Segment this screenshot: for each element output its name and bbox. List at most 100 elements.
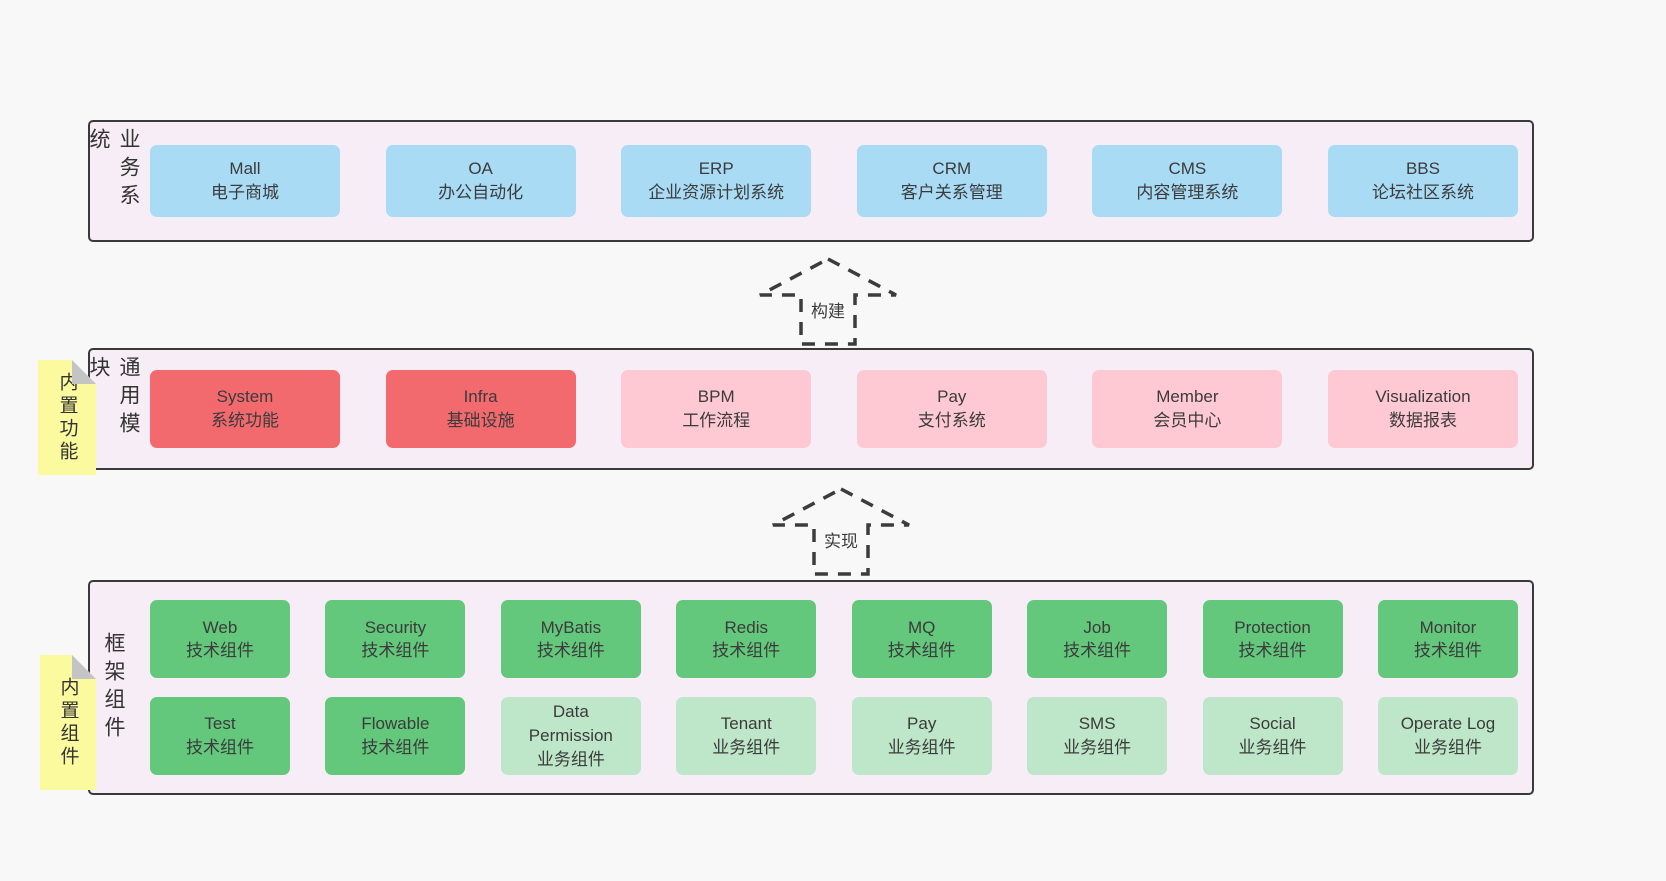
component-title: CRM [932, 159, 972, 179]
component-box-social: Social 业务组件 [1202, 696, 1343, 775]
layer-common-modules: 通用模块 System 系统功能 Infra 基础设施 BPM 工作流程 Pay 支付系统 Me… [87, 348, 1534, 470]
component-title: SMS [1078, 713, 1116, 733]
component-box-crm: CRM 客户关系管理 [856, 145, 1047, 217]
component-title: OA [468, 159, 493, 179]
component-title: MyBatis [540, 617, 602, 637]
sticky-note-label: 内置功能 [56, 371, 78, 464]
component-title: Infra [463, 387, 498, 407]
component-box-tenant: Tenant 业务组件 [676, 696, 817, 775]
component-title: Mall [229, 159, 261, 179]
component-title: Tenant [720, 713, 772, 733]
component-title: Protection [1234, 617, 1311, 637]
arrow-implement: 实现 [768, 486, 914, 578]
component-box-protection: Protection 技术组件 [1202, 600, 1343, 679]
component-box-pay: Pay 业务组件 [851, 696, 992, 775]
component-subtitle: 系统功能 [211, 411, 279, 430]
layer-label-common-modules: 通用模块 [87, 356, 140, 440]
component-subtitle: 业务组件 [1063, 737, 1132, 757]
component-title: Job [1083, 617, 1111, 637]
component-subtitle: 基础设施 [446, 411, 515, 430]
component-box-web: Web 技术组件 [150, 600, 290, 679]
component-title: Visualization [1375, 387, 1471, 407]
component-row: System 系统功能 Infra 基础设施 BPM 工作流程 Pay 支付系统 Member 会… [136, 370, 1532, 448]
component-subtitle: 电子商城 [211, 183, 279, 202]
component-subtitle: 技术组件 [536, 641, 605, 661]
component-subtitle: 业务组件 [712, 737, 781, 757]
component-subtitle: 业务组件 [1413, 737, 1482, 757]
component-box-bpm: BPM 工作流程 [621, 370, 812, 448]
component-title: Member [1156, 387, 1219, 407]
component-box-operate-log: Operate Log 业务组件 [1377, 696, 1518, 775]
component-title: System [216, 387, 274, 407]
layer-rows-common-modules: System 系统功能 Infra 基础设施 BPM 工作流程 Pay 支付系统 Member 会… [136, 350, 1532, 468]
component-box-security: Security 技术组件 [325, 600, 466, 679]
component-subtitle: 业务组件 [1238, 737, 1307, 757]
component-title: MQ [907, 617, 936, 637]
component-subtitle: 支付系统 [917, 411, 986, 430]
component-box-data-permission: Data Permission 业务组件 [500, 696, 641, 775]
component-box-infra: Infra 基础设施 [385, 370, 576, 448]
component-subtitle: 工作流程 [682, 411, 751, 430]
component-title: Social [1249, 713, 1296, 733]
component-title: Security [364, 617, 427, 637]
component-subtitle: 内容管理系统 [1136, 183, 1239, 202]
component-box-redis: Redis 技术组件 [676, 600, 817, 679]
component-subtitle: 技术组件 [712, 641, 781, 661]
component-title: Data Permission [528, 701, 613, 745]
component-box-system: System 系统功能 [150, 370, 340, 448]
arrow-up-icon [759, 257, 897, 346]
component-title: CMS [1168, 159, 1207, 179]
component-subtitle: 业务组件 [536, 749, 605, 769]
arrow-build-label: 构建 [806, 296, 850, 323]
arrow-build: 构建 [755, 256, 901, 348]
component-box-mall: Mall 电子商城 [150, 145, 340, 217]
component-box-oa: OA 办公自动化 [385, 145, 576, 217]
component-box-member: Member 会员中心 [1092, 370, 1283, 448]
component-subtitle: 企业资源计划系统 [648, 183, 785, 202]
arrow-up-icon [772, 487, 910, 576]
component-subtitle: 技术组件 [1238, 641, 1307, 661]
component-title: Pay [937, 387, 967, 407]
sticky-note-built-in-components: 内置组件 [40, 655, 96, 790]
component-box-pay: Pay 支付系统 [856, 370, 1047, 448]
component-subtitle: 技术组件 [1413, 641, 1482, 661]
component-box-flowable: Flowable 技术组件 [325, 696, 466, 775]
layer-label-framework-components: 框架组件 [102, 631, 125, 744]
component-subtitle: 技术组件 [186, 641, 254, 661]
component-title: Pay [907, 713, 937, 733]
arrow-implement-label: 实现 [819, 526, 863, 553]
component-box-mq: MQ 技术组件 [851, 600, 992, 679]
component-box-monitor: Monitor 技术组件 [1377, 600, 1518, 679]
component-subtitle: 技术组件 [887, 641, 956, 661]
component-box-visualization: Visualization 数据报表 [1327, 370, 1518, 448]
component-subtitle: 技术组件 [361, 641, 430, 661]
component-subtitle: 技术组件 [361, 737, 430, 757]
component-title: Monitor [1419, 617, 1477, 637]
component-title: Web [202, 617, 238, 637]
component-title: Test [204, 713, 236, 733]
component-title: BPM [697, 387, 735, 407]
layer-label-business-systems: 业务系统 [87, 128, 140, 212]
component-title: Flowable [361, 713, 430, 733]
component-box-mybatis: MyBatis 技术组件 [500, 600, 641, 679]
component-title: ERP [698, 159, 734, 179]
component-row: Mall 电子商城 OA 办公自动化 ERP 企业资源计划系统 CRM 客户关系管理 CMS 内容… [136, 145, 1532, 217]
component-subtitle: 数据报表 [1388, 411, 1457, 430]
component-subtitle: 论坛社区系统 [1371, 183, 1474, 202]
layer-business-systems: 业务系统 Mall 电子商城 OA 办公自动化 ERP 企业资源计划系统 CRM 客户关系管理… [87, 120, 1534, 242]
component-subtitle: 会员中心 [1153, 411, 1222, 430]
component-box-sms: SMS 业务组件 [1027, 696, 1168, 775]
sticky-note-label: 内置组件 [57, 676, 79, 769]
component-subtitle: 办公自动化 [438, 183, 524, 202]
component-title: Operate Log [1400, 713, 1496, 733]
component-subtitle: 业务组件 [887, 737, 956, 757]
component-subtitle: 客户关系管理 [900, 183, 1003, 202]
component-title: Redis [724, 617, 768, 637]
